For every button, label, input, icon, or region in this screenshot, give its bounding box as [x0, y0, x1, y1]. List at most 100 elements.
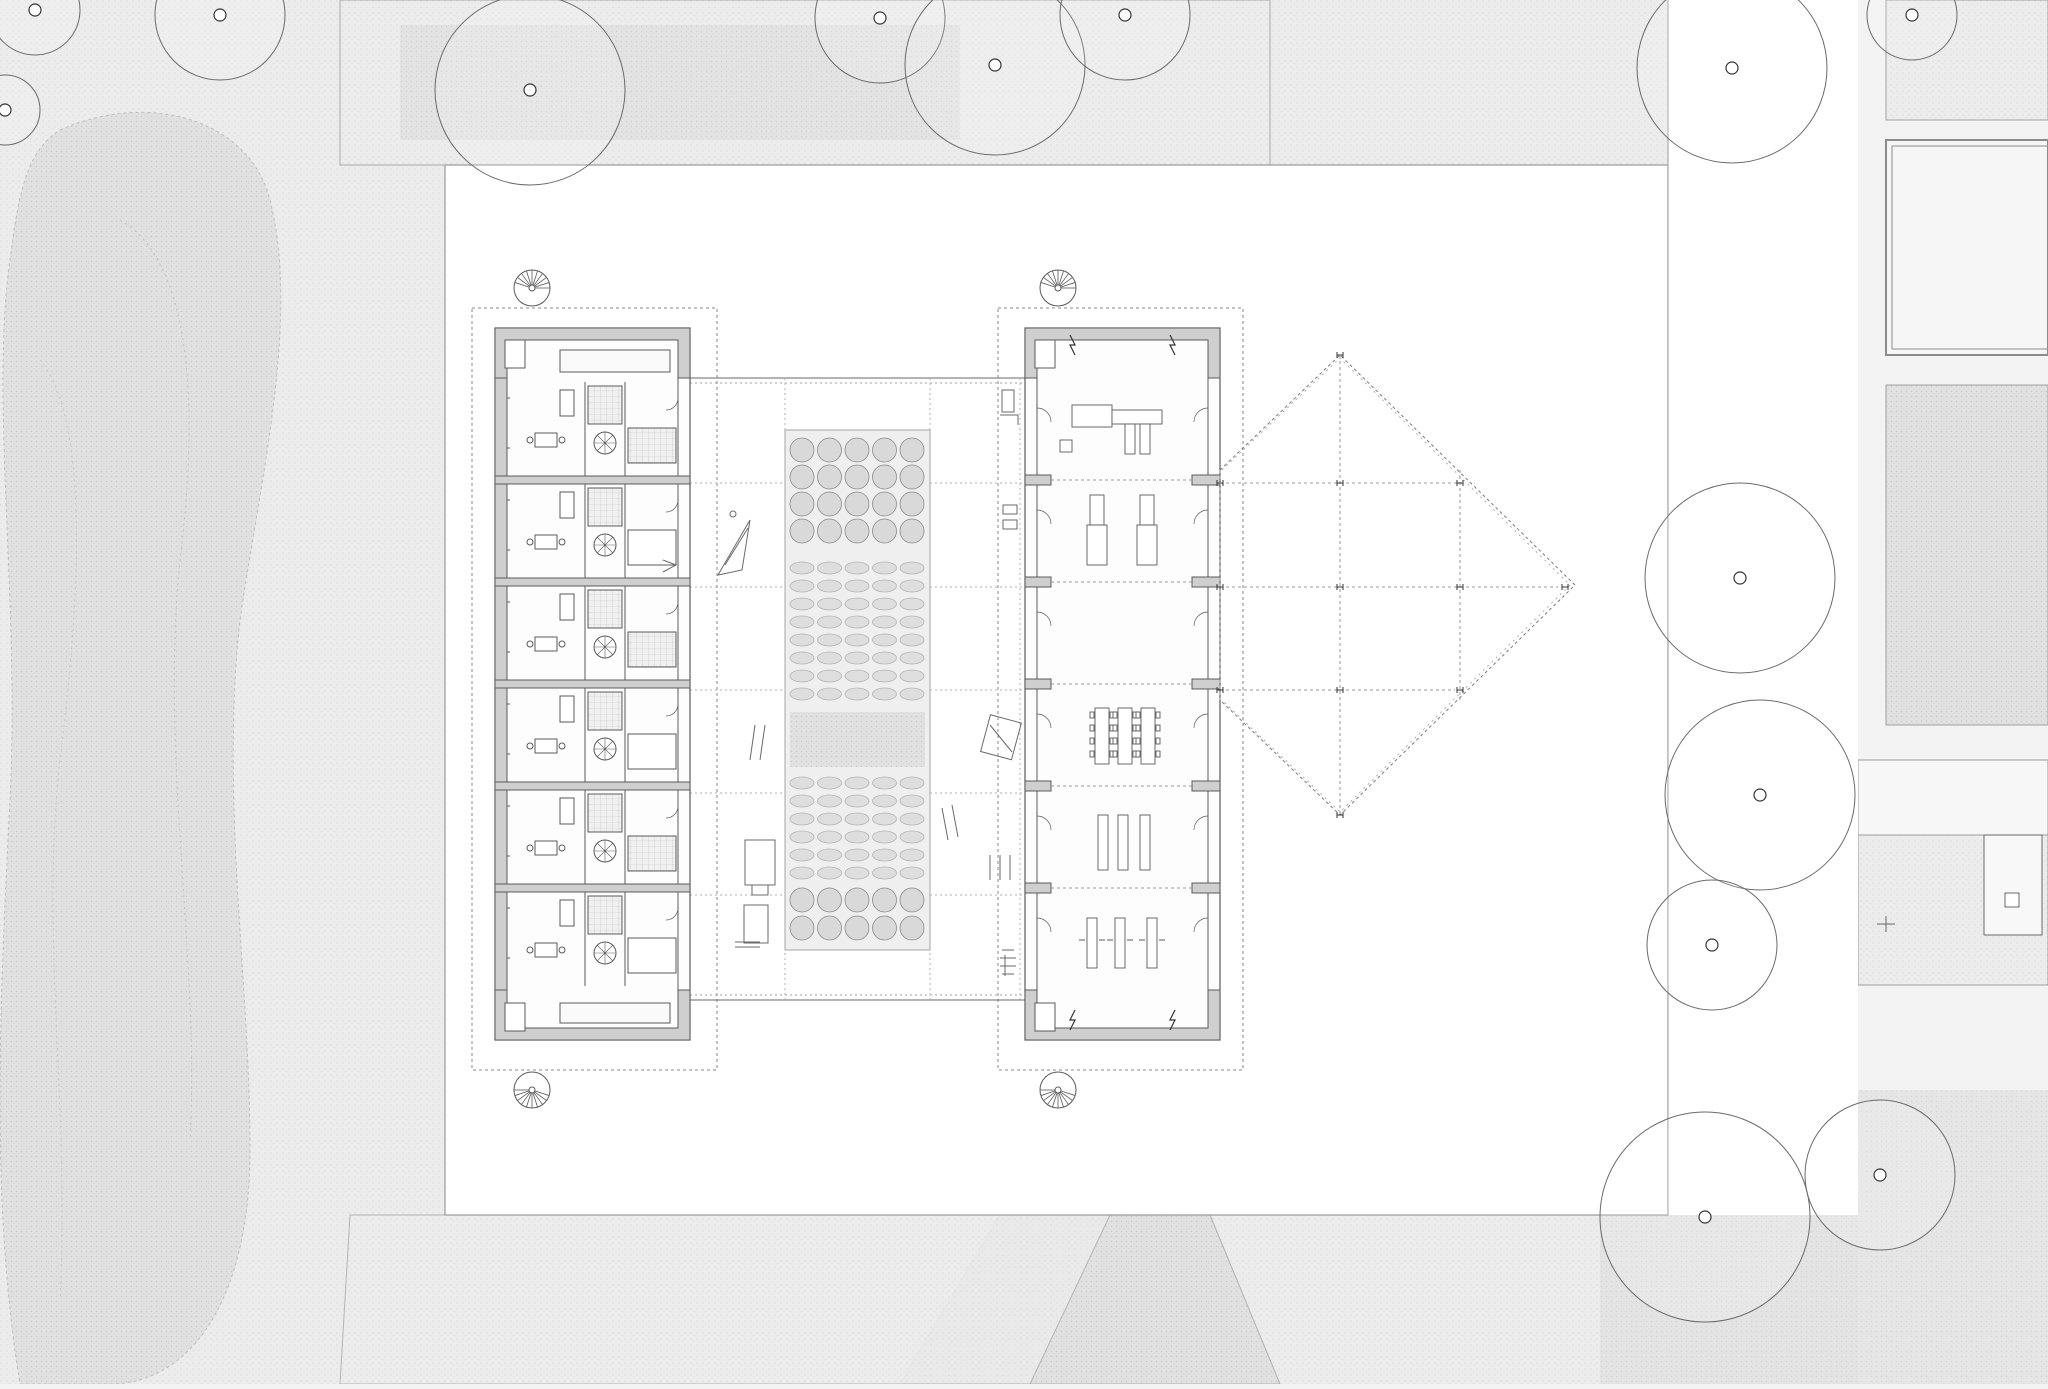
orchard-tree [789, 518, 815, 544]
crop-plant [789, 597, 815, 611]
tree-trunk [1118, 8, 1132, 22]
stool [1135, 737, 1141, 745]
table [534, 432, 558, 448]
stool [1135, 724, 1141, 732]
party-wall [494, 577, 691, 587]
crop-plant [817, 597, 842, 611]
crop-plant [789, 830, 815, 844]
chair [558, 640, 566, 648]
tree-canopy [1059, 0, 1191, 81]
crop-plant [844, 687, 870, 701]
crop-plant [844, 579, 870, 593]
crop-plant [872, 651, 897, 665]
crop-plant [844, 561, 870, 575]
wet-room [627, 835, 677, 872]
crop-plant [817, 794, 842, 808]
work-table [1094, 707, 1110, 765]
crop-plant [844, 776, 870, 790]
orchard-tree [817, 491, 842, 517]
crop-plant [789, 866, 815, 880]
wet-room [627, 529, 677, 566]
crop-plant [789, 776, 815, 790]
orchard-tree [899, 437, 925, 463]
chair [526, 640, 534, 648]
bottom-field-left [339, 1214, 1111, 1385]
crop-plant [844, 830, 870, 844]
south-core [1034, 1002, 1056, 1032]
crop-plant [789, 687, 815, 701]
stair-symbol [1069, 334, 1176, 1031]
tree-trunk [988, 58, 1002, 72]
door-swing [1036, 917, 1052, 933]
crop-plant [872, 687, 897, 701]
spiral-stair [1039, 269, 1077, 307]
crop-plant [789, 794, 815, 808]
tree-trunk [1725, 61, 1739, 75]
workshop-bay [1024, 474, 1221, 525]
stool [1089, 724, 1095, 732]
canopy-inner [1221, 357, 1571, 813]
window-mark [507, 805, 510, 857]
crop-plant [789, 561, 815, 575]
stool [1155, 750, 1161, 758]
bathroom [587, 385, 623, 425]
party-wall [494, 781, 691, 791]
tree-trunk [1753, 788, 1767, 802]
door-swing [1036, 407, 1052, 423]
tree-canopy [0, 0, 81, 56]
diamond-canopy [1216, 352, 1576, 818]
north-core [1034, 339, 1056, 369]
orchard-tree [817, 518, 842, 544]
crop-plant [872, 579, 897, 593]
bathroom [587, 487, 623, 527]
party-wall [494, 475, 691, 485]
crop-plant [789, 812, 815, 826]
crop-plant [789, 633, 815, 647]
column-mark [1561, 584, 1569, 590]
stair-treads [594, 432, 616, 454]
workshop-bay [1024, 678, 1221, 729]
crop-plant [899, 687, 925, 701]
bathroom [587, 895, 623, 935]
column [1191, 576, 1221, 588]
bathroom [587, 793, 623, 833]
crop-plant [789, 615, 815, 629]
orchard-plantings [789, 437, 925, 941]
crop-plant [899, 776, 925, 790]
work-table [1140, 707, 1156, 765]
door-swing [665, 397, 679, 411]
machine [1111, 409, 1163, 425]
crop-plant [872, 633, 897, 647]
housing-unit [494, 679, 691, 782]
column [1024, 678, 1052, 690]
crop-plant [817, 776, 842, 790]
window-mark [507, 703, 510, 755]
stool [1089, 737, 1095, 745]
crop-plant [817, 812, 842, 826]
orchard-tree [872, 518, 897, 544]
crop-plant [899, 597, 925, 611]
wet-room [627, 733, 677, 770]
wet-room [627, 427, 677, 464]
window-mark [507, 397, 510, 449]
tree-canopy [1866, 0, 1958, 61]
orchard-tree [817, 437, 842, 463]
chair [558, 844, 566, 852]
orchard-tree [817, 464, 842, 490]
crop-plant [789, 651, 815, 665]
crop-plant [789, 669, 815, 683]
housing-unit [494, 781, 691, 884]
north-core [504, 339, 526, 369]
column-mark [1456, 480, 1464, 486]
chair [558, 538, 566, 546]
door-swing [665, 499, 679, 513]
chair [526, 742, 534, 750]
door-swing [1193, 917, 1209, 933]
chair [526, 436, 534, 444]
tree-canopy [814, 0, 946, 84]
spiral-stair [513, 269, 551, 307]
workshop-bay [1024, 576, 1221, 627]
door-swing [665, 703, 679, 717]
